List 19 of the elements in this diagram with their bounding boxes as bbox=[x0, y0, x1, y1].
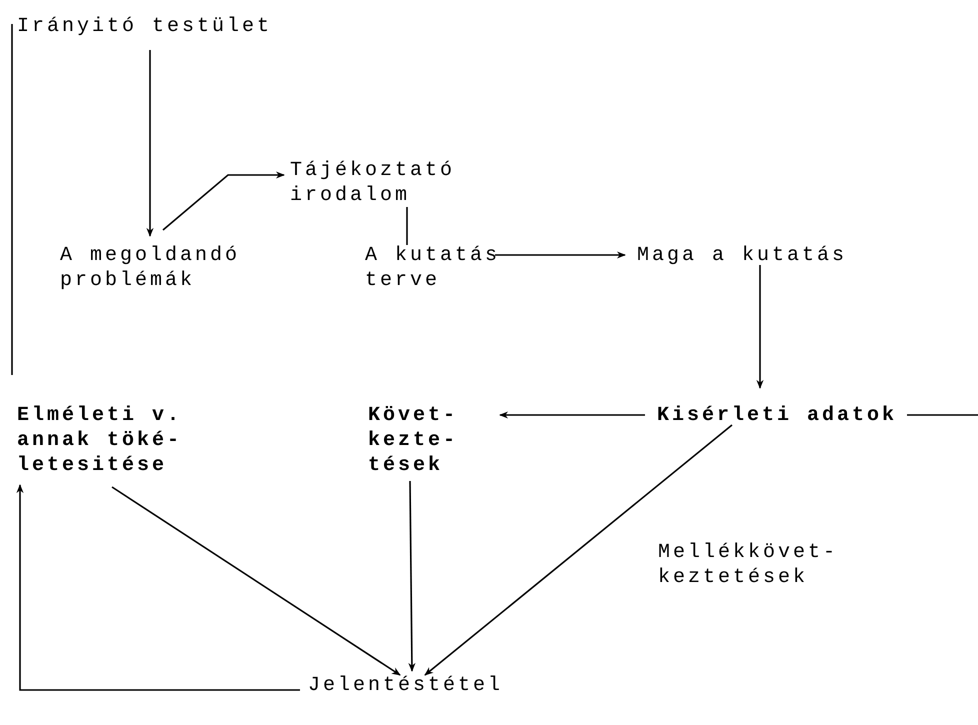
arrow bbox=[408, 481, 416, 672]
arrow bbox=[499, 411, 645, 419]
step-text: Irányitó testület bbox=[17, 14, 287, 39]
arrow bbox=[756, 265, 764, 389]
step-text: Követ- kezte- tések bbox=[368, 403, 463, 478]
step-text: Maga a kutatás bbox=[637, 243, 877, 268]
arrow bbox=[424, 424, 732, 676]
step-text: Kisérleti adatok bbox=[657, 403, 907, 428]
step-text: Elméleti v. annak töké- letesitése bbox=[17, 403, 192, 478]
step-text: Tájékoztató irodalom bbox=[290, 158, 490, 208]
arrow bbox=[16, 484, 300, 691]
arrow bbox=[112, 486, 401, 676]
step-text: A megoldandó problémák bbox=[60, 243, 260, 293]
step-text: Jelentéstétel bbox=[308, 673, 508, 698]
step-text: A kutatás terve bbox=[365, 243, 515, 293]
arrow bbox=[162, 171, 285, 231]
arrow bbox=[146, 50, 154, 237]
arrow bbox=[495, 251, 626, 259]
note-text: Mellékkövet- keztetések bbox=[658, 540, 840, 590]
